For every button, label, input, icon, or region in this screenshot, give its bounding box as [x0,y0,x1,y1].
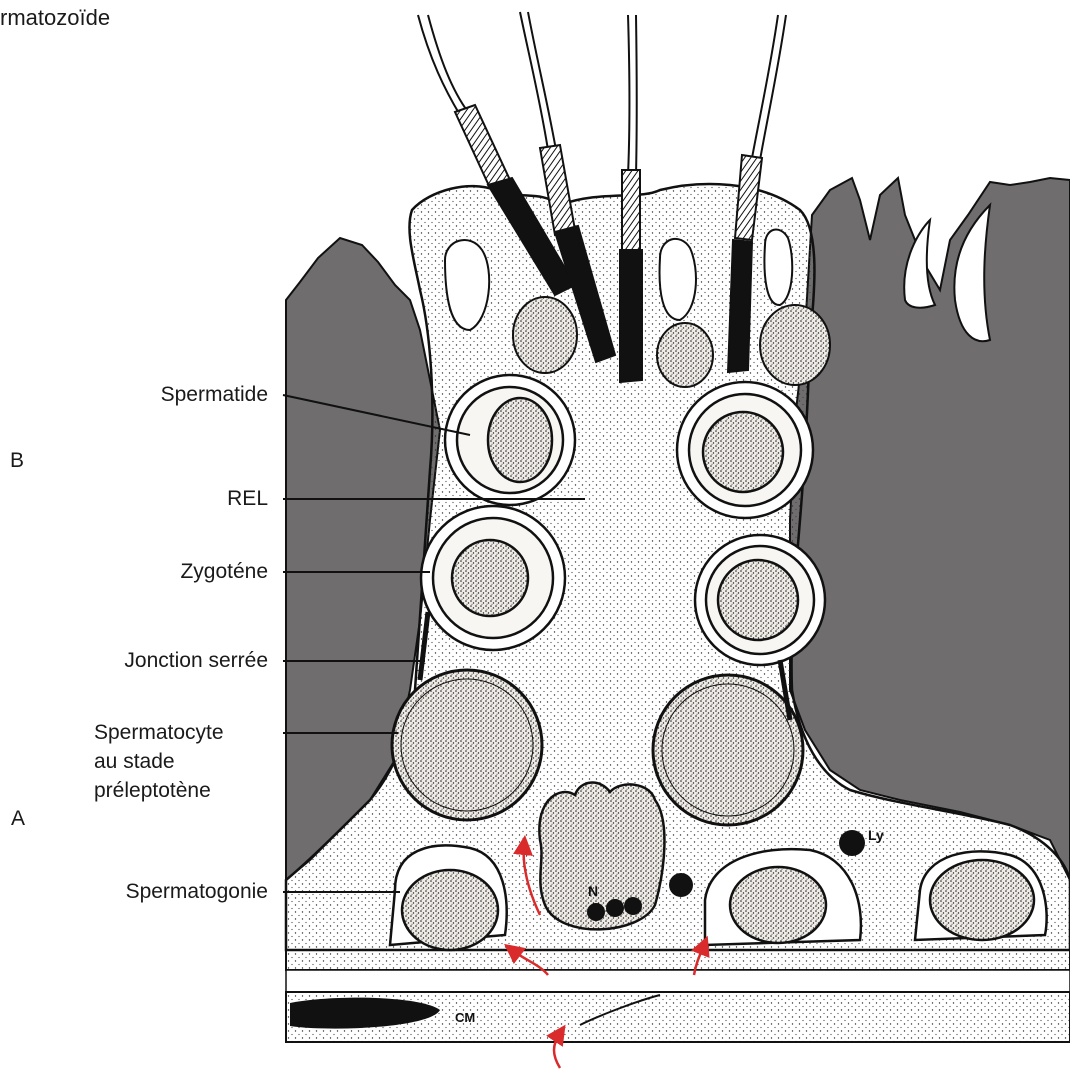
label-spermatocyte-line3: préleptotène [94,776,224,805]
nucleus-label: N [588,883,598,899]
label-spermatocyte-line2: au stade [94,747,224,776]
spermatozoid-label: rmatozoïde [0,3,110,32]
label-spermatocyte-line1: Spermatocyte [94,718,224,747]
label-spermatide: Spermatide [161,380,268,409]
label-zygotene: Zygoténe [180,557,268,586]
label-spermatocyte: Spermatocyte au stade préleptotène [94,718,224,805]
label-rel: REL [227,484,268,513]
section-marker-b: B [10,446,24,475]
lumen-right [790,178,1070,880]
cm-label: CM [455,1010,475,1025]
section-marker-a: A [11,804,25,833]
label-jonction-serree: Jonction serrée [124,646,268,675]
lysosome-label: Ly [868,827,884,843]
label-spermatogonie: Spermatogonie [126,877,268,906]
